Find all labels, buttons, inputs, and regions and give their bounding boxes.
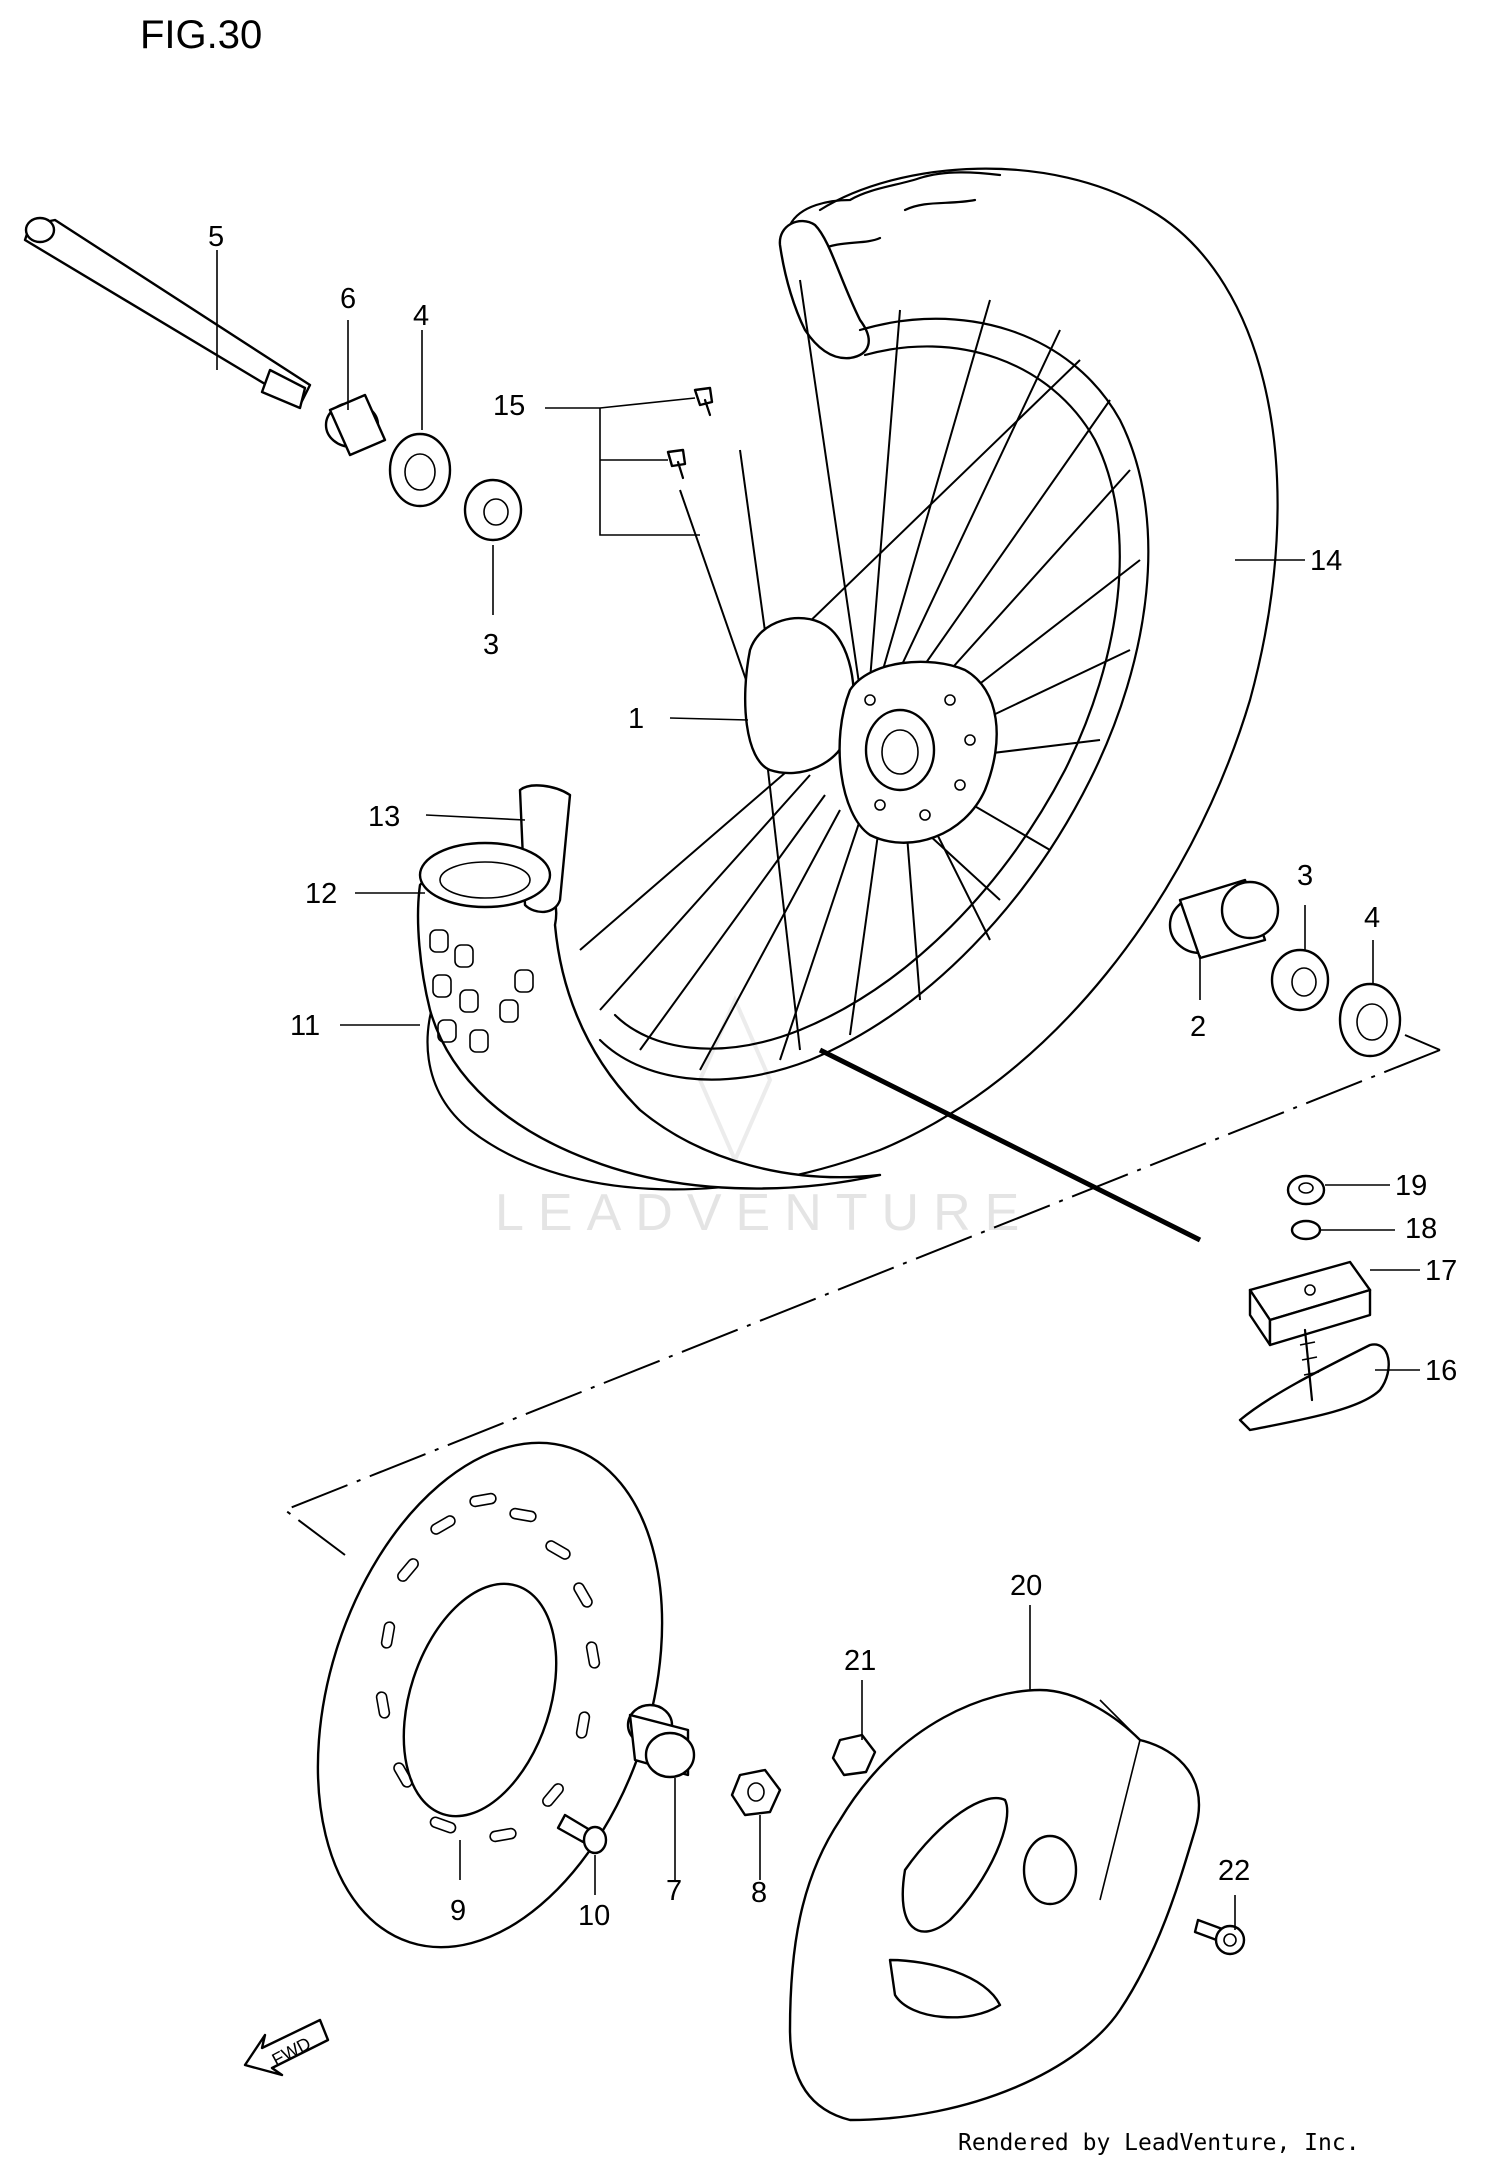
axle-collar: [324, 393, 387, 457]
figure-title: FIG.30: [140, 13, 262, 57]
disc-cover: [788, 1688, 1201, 2122]
callout-11: 11: [290, 1010, 320, 1042]
callout-2: 2: [1190, 1011, 1206, 1043]
disc-slots: [375, 1492, 601, 1843]
valve-washer: [1290, 1219, 1322, 1241]
callout-21: 21: [844, 1645, 876, 1677]
render-credit: Rendered by LeadVenture, Inc.: [958, 2130, 1360, 2156]
rim-outer: [598, 317, 1150, 1081]
brake-disc: [316, 1441, 664, 1949]
rim-lock: [1248, 1260, 1372, 1347]
spokes: [579, 279, 1141, 1071]
callout-22: 22: [1218, 1855, 1250, 1887]
callout-4-top: 4: [413, 300, 429, 332]
watermark-text: LEADVENTURE: [495, 1184, 1033, 1242]
callout-3-top: 3: [483, 629, 499, 661]
callout-13: 13: [368, 801, 400, 833]
axle: [23, 216, 312, 410]
callout-6: 6: [340, 283, 356, 315]
spoke-nipples: [666, 386, 714, 480]
callout-14: 14: [1310, 545, 1342, 577]
callout-8: 8: [751, 1877, 767, 1909]
tire-knobs: [429, 929, 534, 1053]
cover-washer: [831, 1733, 877, 1777]
callout-20: 20: [1010, 1570, 1042, 1602]
callout-5: 5: [208, 221, 224, 253]
tube: [418, 841, 552, 909]
tire-section-top: [778, 219, 870, 360]
callout-12: 12: [305, 878, 337, 910]
callout-4-right: 4: [1364, 902, 1380, 934]
hub-bolt-holes: [864, 694, 976, 821]
valve-nut: [1286, 1174, 1326, 1206]
callout-1: 1: [628, 703, 644, 735]
callout-17: 17: [1425, 1255, 1457, 1287]
callout-18: 18: [1405, 1213, 1437, 1245]
watermark: LEADVENTURE: [495, 995, 1033, 1242]
callout-7: 7: [666, 1875, 682, 1907]
rim-inner: [613, 345, 1121, 1050]
tire-section-bottom: [416, 864, 882, 1190]
oil-seal-left: [388, 432, 452, 508]
callout-15: 15: [493, 390, 525, 422]
callout-19: 19: [1395, 1170, 1427, 1202]
tube-valve: [1238, 1328, 1390, 1432]
wheel-assembly: [416, 167, 1279, 1191]
callout-10: 10: [578, 1900, 610, 1932]
oil-seal-right: [1338, 982, 1402, 1058]
cover-bolt: [1193, 1918, 1246, 1956]
leader-lines: [216, 250, 1420, 1930]
spacer-right: [1168, 878, 1280, 960]
tire: [426, 167, 1279, 1191]
callout-labels: 5 6 4 15 3 1 13 12 11 14 2 3 4 19 18 17 …: [208, 221, 1457, 1932]
hub: [743, 617, 856, 775]
bearing-right: [1270, 948, 1330, 1012]
callout-3-right: 3: [1297, 860, 1313, 892]
disc-bolt: [556, 1813, 608, 1855]
callout-9: 9: [450, 1895, 466, 1927]
callout-16: 16: [1425, 1355, 1457, 1387]
collar: [626, 1703, 696, 1779]
forward-arrow-icon: FWD: [243, 2018, 330, 2077]
flange-nut: [730, 1768, 782, 1817]
hub-bore: [864, 708, 936, 792]
bearing-left: [463, 478, 523, 542]
assembly-lines: [282, 1034, 1441, 1556]
